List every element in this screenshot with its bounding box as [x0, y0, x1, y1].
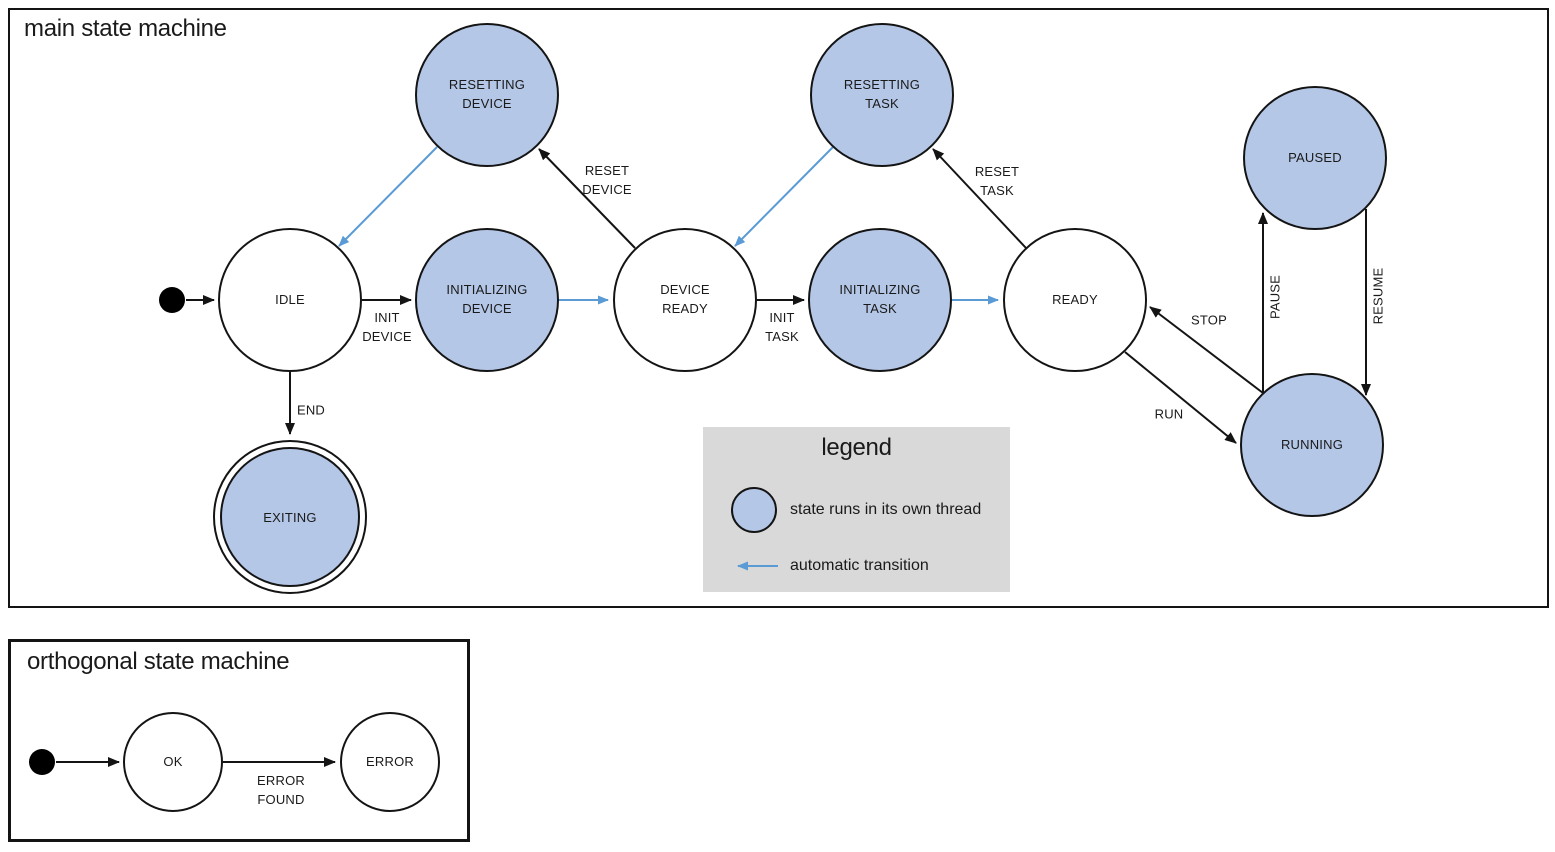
legend-automatic-transition-label: automatic transition [790, 557, 929, 574]
state-error: ERROR [340, 712, 440, 812]
transition-label-reset-device: RESET DEVICE [582, 163, 632, 197]
state-label: ERROR [366, 753, 414, 769]
transition-label-resume: RESUME [1370, 267, 1386, 325]
main-state-machine-title: main state machine [24, 15, 227, 42]
state-initializing-task: INITIALIZING TASK [808, 228, 952, 372]
state-idle: IDLE [218, 228, 362, 372]
state-label: DEVICE READY [660, 282, 710, 316]
state-paused: PAUSED [1243, 86, 1387, 230]
state-label: RUNNING [1280, 436, 1344, 452]
state-label: RESETTING DEVICE [448, 77, 526, 111]
state-device-ready: DEVICE READY [613, 228, 757, 372]
transition-label-init-device: INIT DEVICE [362, 310, 412, 344]
state-label: PAUSED [1288, 149, 1342, 165]
legend-title: legend [821, 434, 892, 461]
state-label: INITIALIZING DEVICE [446, 282, 528, 316]
orthogonal-state-machine-frame: orthogonal state machine [8, 639, 470, 842]
legend-thread-state-label: state runs in its own thread [790, 501, 982, 518]
transition-label-init-task: INIT TASK [765, 310, 799, 344]
state-running: RUNNING [1240, 373, 1384, 517]
transition-label-stop: STOP [1191, 312, 1227, 328]
final-state-exiting: EXITING [213, 440, 367, 594]
state-initializing-device: INITIALIZING DEVICE [415, 228, 559, 372]
transition-label-end: END [296, 402, 326, 418]
state-resetting-task: RESETTING TASK [810, 23, 954, 167]
state-label: IDLE [275, 291, 305, 307]
main-state-machine-frame: main state machine [8, 8, 1549, 608]
state-label: INITIALIZING TASK [839, 282, 921, 316]
state-ready: READY [1003, 228, 1147, 372]
state-label: READY [1052, 291, 1098, 307]
state-ok: OK [123, 712, 223, 812]
state-label: EXITING [263, 509, 317, 525]
state-label: RESETTING TASK [843, 77, 921, 111]
transition-label-error-found: ERROR FOUND [257, 773, 305, 807]
state-label: OK [163, 753, 183, 769]
initial-state-dot-orthogonal [29, 749, 55, 775]
orthogonal-state-machine-title: orthogonal state machine [27, 648, 290, 675]
final-state-inner-circle: EXITING [220, 447, 360, 587]
thread-state-legend-icon [731, 487, 777, 533]
transition-label-reset-task: RESET TASK [974, 164, 1020, 198]
transition-label-pause: PAUSE [1267, 274, 1283, 320]
transition-label-run: RUN [1154, 406, 1184, 422]
state-resetting-device: RESETTING DEVICE [415, 23, 559, 167]
initial-state-dot-main [159, 287, 185, 313]
